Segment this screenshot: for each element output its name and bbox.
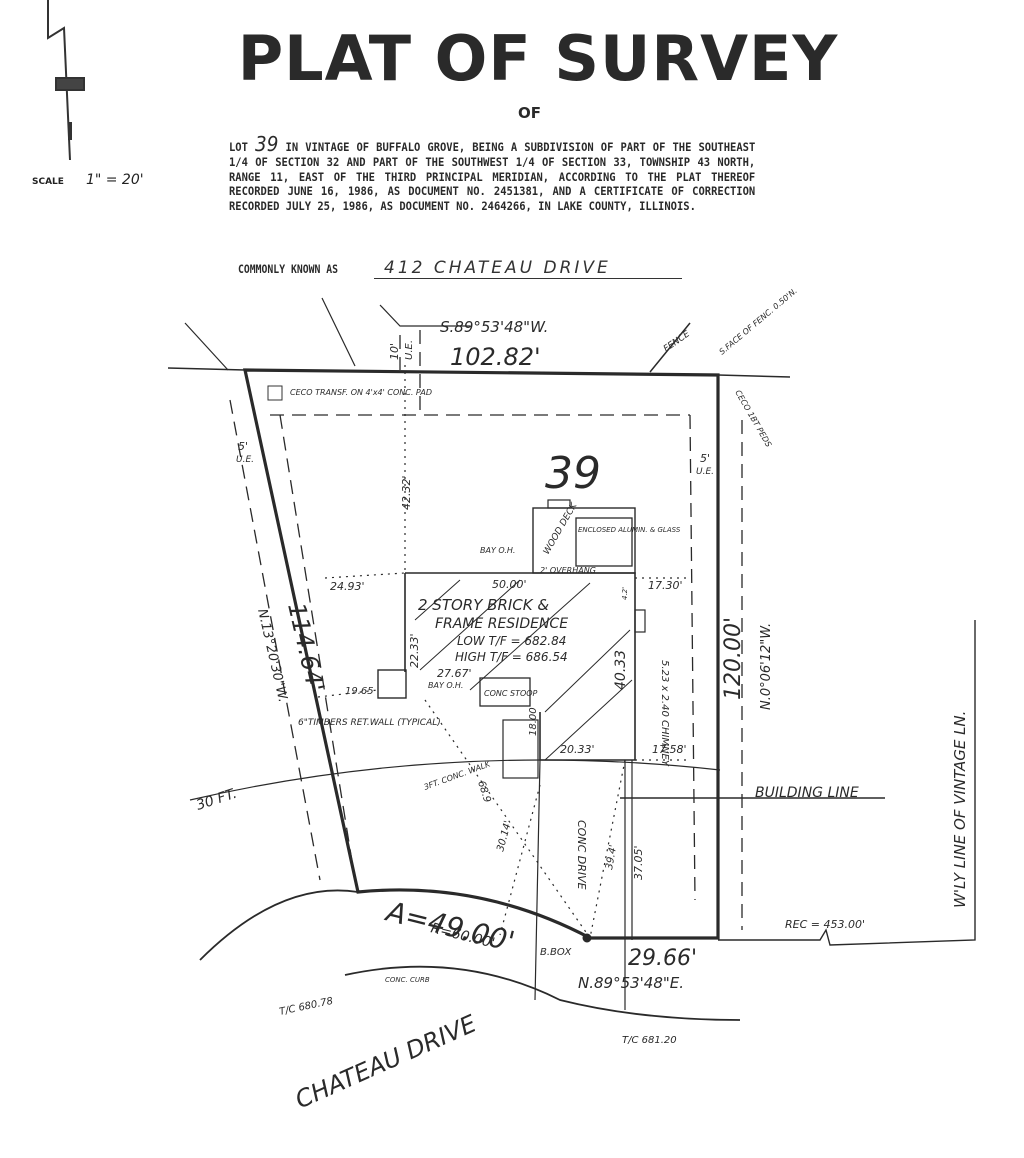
south-bearing: N.89°53'48"E.: [578, 974, 684, 992]
tc-right: T/C 681.20: [622, 1035, 677, 1046]
east-distance: 120.00': [721, 617, 746, 700]
transformer-pad-icon: [267, 385, 283, 401]
dim-4: 4.2': [621, 587, 629, 600]
north-arrow-icon: [47, 0, 85, 161]
dim-42-32: 42.32': [400, 475, 413, 510]
dim-37-05: 37.05': [632, 845, 645, 880]
dim-24-93: 24.93': [330, 580, 365, 593]
legal-text: IN VINTAGE OF BUFFALO GROVE, BEING A SUB…: [229, 140, 756, 214]
plat-lot-number: 39: [545, 448, 601, 499]
wood-deck-outline: [532, 507, 636, 574]
ceco-transformer: CECO TRANSF. ON 4'x4' CONC. PAD: [290, 388, 432, 397]
high-tf: HIGH T/F = 686.54: [455, 650, 568, 664]
rec-distance: REC = 453.00': [785, 918, 865, 931]
dim-19-65: 19.65: [345, 686, 374, 697]
dim-27-67: 27.67': [437, 667, 472, 680]
residence-line2: FRAME RESIDENCE: [435, 616, 568, 632]
west-bearing: N.13°20'30"W.: [254, 608, 290, 704]
dim-17-30: 17.30': [648, 579, 683, 592]
ue-5-left: 5': [238, 440, 248, 453]
subtitle-of: OF: [518, 104, 541, 122]
chimney: 5.23 x 2.40 CHIMNEY: [659, 660, 670, 767]
conc-curb: CONC. CURB: [385, 976, 430, 984]
dim-39-4: 39.4': [604, 844, 619, 871]
building-line: BUILDING LINE: [755, 785, 859, 801]
commonly-known-label: COMMONLY KNOWN AS: [238, 262, 339, 276]
ue-label-right: U.E.: [696, 467, 714, 477]
ue-5-right: 5': [700, 452, 710, 465]
timbers: 6"TIMBERS RET.WALL (TYPICAL): [298, 718, 441, 728]
lot-prefix: LOT: [229, 140, 248, 154]
dim-40-33: 40.33: [613, 650, 629, 690]
dim-50-00: 50.00': [492, 578, 527, 591]
ue-label-top: U.E.: [404, 340, 415, 360]
north-distance: 102.82': [450, 343, 541, 371]
lot-number: 39: [255, 132, 279, 156]
scale-value: 1" = 20': [85, 172, 144, 188]
overhang: 2' OVERHANG: [540, 566, 596, 575]
scale: SCALE 1" = 20': [32, 172, 144, 188]
scale-label: SCALE: [32, 177, 64, 187]
fence-note: S.FACE OF FENC. 0.50'N.: [718, 286, 799, 356]
dim-22-33: 22.33': [408, 633, 421, 668]
dim-18-00: 18.00: [528, 707, 539, 736]
enclosed: ENCLOSED ALUMIN. & GLASS: [578, 526, 681, 534]
address: 412 CHATEAU DRIVE: [374, 258, 682, 279]
tc-left: T/C 680.78: [278, 996, 334, 1018]
east-bearing: N.0°06'12"W.: [759, 623, 774, 710]
low-tf: LOW T/F = 682.84: [457, 634, 566, 648]
ceco-pedestal: CECO 1BT PEDS: [733, 389, 773, 449]
north-bearing: S.89°53'48"W.: [440, 318, 548, 336]
street-name: CHATEAU DRIVE: [291, 1009, 481, 1114]
legal-description: LOT 39 IN VINTAGE OF BUFFALO GROVE, BEIN…: [229, 134, 756, 214]
west-distance: 114.64': [282, 600, 330, 695]
bay-oh-bottom: BAY O.H.: [428, 681, 463, 690]
dim-17-58: 17.58': [652, 743, 687, 756]
dim-68-9: 68.9: [475, 780, 492, 805]
setback-30: 30 FT.: [194, 786, 239, 814]
conc-drive: CONC DRIVE: [575, 820, 588, 890]
wood-deck: WOOD DECK: [542, 501, 580, 557]
residence-line1: 2 STORY BRICK &: [418, 596, 549, 614]
ue-label-left: U.E.: [236, 455, 254, 465]
dim-30-14: 30.14': [495, 820, 514, 853]
ue-10-left: 10': [388, 343, 401, 360]
b-box: B.BOX: [540, 947, 573, 958]
dim-20-33: 20.33': [560, 743, 595, 756]
page-title: PLAT OF SURVEY: [237, 22, 839, 95]
fence-label: FENCE: [662, 329, 692, 354]
bay-oh-top: BAY O.H.: [480, 546, 515, 555]
vintage-ln: W'LY LINE OF VINTAGE LN.: [951, 711, 969, 908]
conc-stoop: CONC STOOP: [484, 689, 538, 698]
south-distance: 29.66': [628, 946, 697, 971]
